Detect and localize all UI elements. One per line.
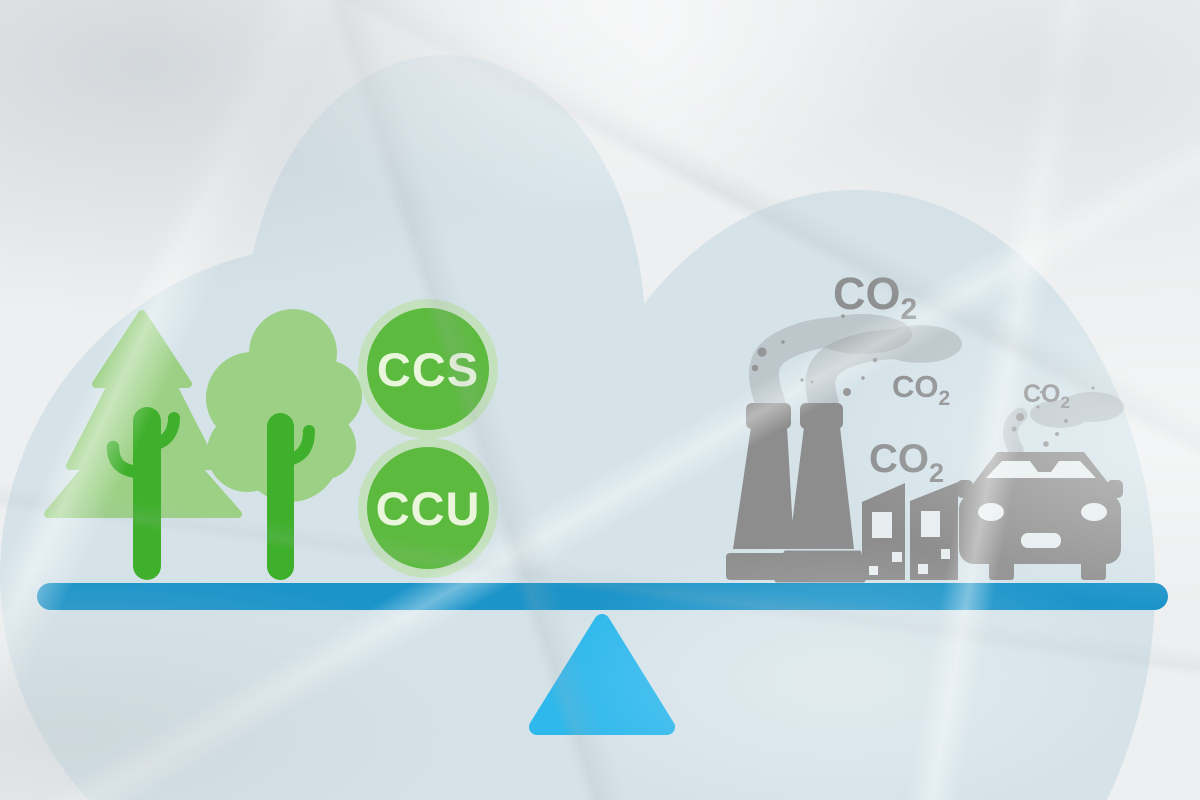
ccs-badge-label: CCS (377, 343, 479, 396)
car-smoke-cloud-2 (1060, 392, 1124, 422)
car-wheel-right (1081, 550, 1106, 580)
car-headlight-left (978, 503, 1004, 521)
cooling-tower-right-cap (800, 403, 843, 429)
factory-base-right (774, 550, 866, 583)
deciduous-trunk (267, 413, 294, 580)
pine-trunk (133, 407, 161, 580)
car-wheel-left (989, 550, 1014, 580)
cooling-tower-left-cap (746, 403, 791, 429)
balance-beam (37, 583, 1168, 610)
ccu-badge-label: CCU (376, 482, 481, 535)
car-headlight-right (1081, 503, 1107, 521)
car-license-plate (1021, 533, 1061, 548)
smoke-cloud-right (878, 325, 962, 363)
